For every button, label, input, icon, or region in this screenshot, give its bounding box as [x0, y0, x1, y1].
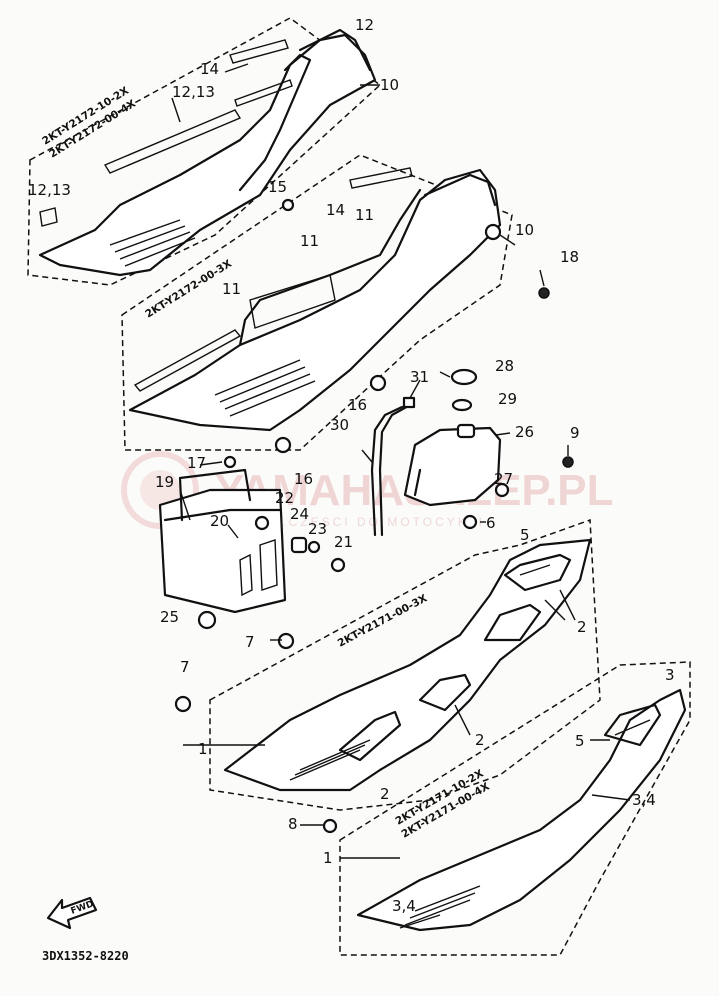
side-cover-upper-left: [38, 28, 377, 277]
grommet-7b: [174, 695, 192, 713]
callout-27: 27: [494, 470, 513, 488]
callout-12-13-a: 12,13: [172, 83, 215, 101]
clip-17: [223, 455, 237, 469]
lower-cover-left: [223, 538, 592, 792]
callout-17: 17: [187, 454, 206, 472]
callout-3: 3: [665, 666, 675, 684]
callout-22: 22: [275, 489, 294, 507]
part-code-upper-right: 2KT-Y2172-00-3X: [143, 258, 234, 321]
callout-16-a: 16: [348, 396, 367, 414]
group-frame-lower-right: [339, 661, 691, 956]
bolt-22: [254, 515, 270, 531]
callout-9: 9: [570, 424, 580, 442]
bolt-6: [462, 514, 478, 530]
callout-6: 6: [486, 514, 496, 532]
callout-3-4-a: 3,4: [632, 791, 656, 809]
bolt-9: [562, 456, 574, 468]
callout-26: 26: [515, 423, 534, 441]
callout-21: 21: [334, 533, 353, 551]
group-frame-upper-left: [27, 17, 382, 286]
group-frame-lower-left: [209, 518, 601, 811]
callout-24: 24: [290, 505, 309, 523]
callout-1-a: 1: [198, 740, 208, 758]
damper-16a: [369, 374, 387, 392]
callout-28: 28: [495, 357, 514, 375]
callout-14-a: 14: [200, 60, 219, 78]
callout-3-4-b: 3,4: [392, 897, 416, 915]
damper-16b: [274, 436, 292, 454]
watermark-subtext: WWW.CZESCI DO MOTOCYKLI: [240, 515, 485, 529]
callout-16-b: 16: [294, 470, 313, 488]
callout-8: 8: [288, 815, 298, 833]
callout-2-c: 2: [380, 785, 390, 803]
lower-cover-right: [356, 688, 687, 932]
grommet-7a: [277, 632, 295, 650]
callout-15: 15: [268, 178, 287, 196]
callout-12-13-b: 12,13: [28, 181, 71, 199]
callout-11-b: 11: [300, 232, 319, 250]
group-frame-upper-right: [121, 154, 513, 451]
callout-12: 12: [355, 16, 374, 34]
hose-30: [370, 405, 404, 537]
callout-numbers: 12 14 10 12,13 12,13 15 14 11 10 11 18 1…: [28, 16, 675, 915]
oil-tank: [370, 368, 502, 537]
callout-30: 30: [330, 416, 349, 434]
callout-11-a: 11: [355, 206, 374, 224]
callout-31: 31: [410, 368, 429, 386]
callout-18: 18: [560, 248, 579, 266]
grommet-8: [322, 818, 338, 834]
callout-10-b: 10: [515, 221, 534, 239]
bolt-18: [538, 287, 550, 299]
side-cover-upper-right: [128, 167, 502, 432]
washer-24: [290, 536, 308, 554]
forward-arrow-icon: FWD: [46, 896, 98, 930]
callout-10-a: 10: [380, 76, 399, 94]
callout-11-c: 11: [222, 280, 241, 298]
callout-25: 25: [160, 608, 179, 626]
callout-2-b: 2: [475, 731, 485, 749]
grommet-25: [197, 610, 217, 630]
tank-cap-28: [450, 368, 478, 386]
bolt-27: [494, 482, 510, 498]
callout-23: 23: [308, 520, 327, 538]
leader-lines: [179, 269, 631, 859]
part-code-lower-left: 2KT-Y2171-00-3X: [336, 592, 429, 649]
diagram-reference-code: 3DX1352-8220: [42, 949, 129, 963]
callout-5-b: 5: [575, 732, 585, 750]
callout-19: 19: [155, 473, 174, 491]
callout-14-b: 14: [326, 201, 345, 219]
callout-7-b: 7: [180, 658, 190, 676]
callout-7-a: 7: [245, 633, 255, 651]
callout-1-b: 1: [323, 849, 333, 867]
callout-20: 20: [210, 512, 229, 530]
callout-29: 29: [498, 390, 517, 408]
hardware-parts: [174, 198, 574, 834]
screw-21: [330, 557, 346, 573]
battery-box: [158, 468, 287, 614]
nut-23: [307, 540, 321, 554]
screw-15: [281, 198, 295, 212]
gasket-29: [451, 398, 473, 412]
callout-2-a: 2: [577, 618, 587, 636]
callout-5-a: 5: [520, 526, 530, 544]
